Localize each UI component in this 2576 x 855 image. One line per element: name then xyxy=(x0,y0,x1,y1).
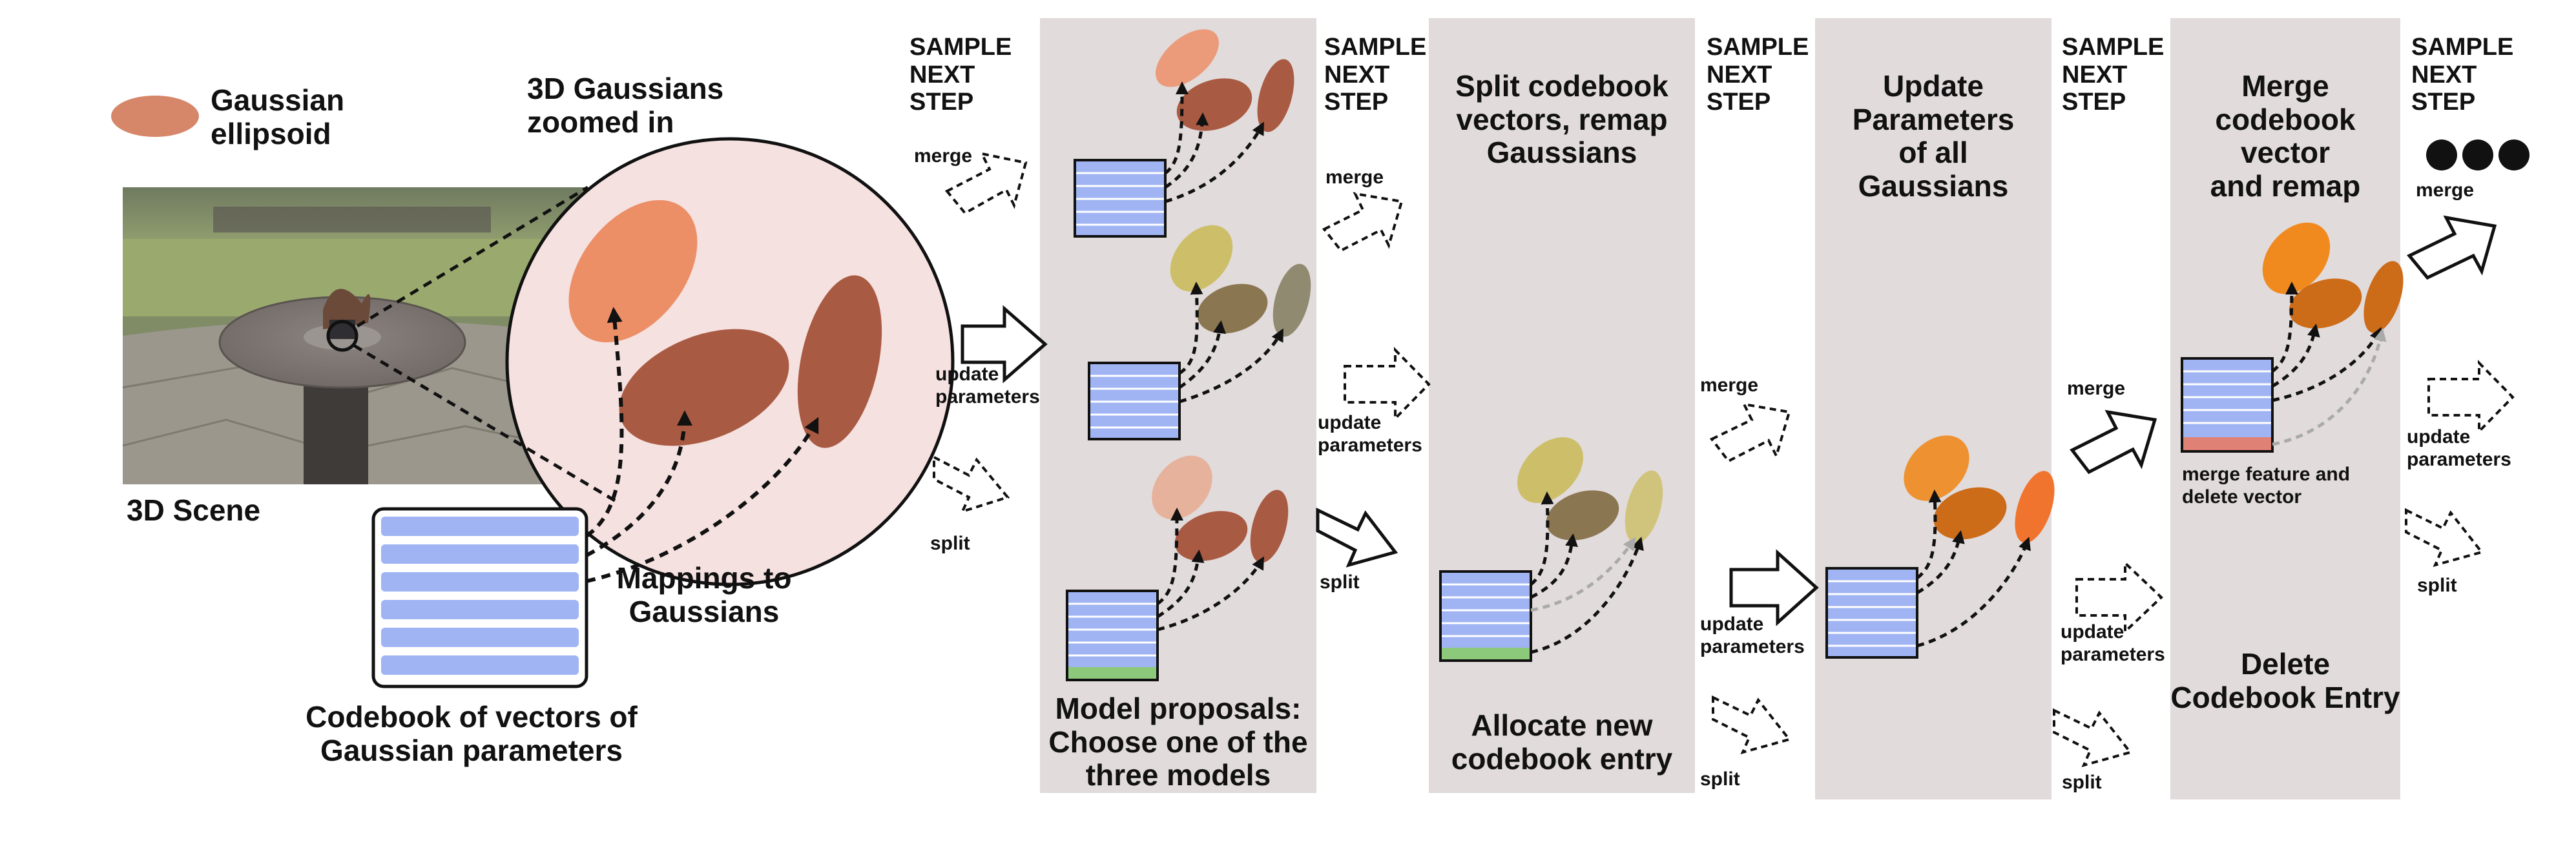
zoom-line-bottom xyxy=(353,344,621,506)
sample-next-step-2: SAMPLE NEXT STEP xyxy=(1324,34,1427,116)
proposal-update xyxy=(1088,225,1311,440)
legend-gaussian-swatch xyxy=(111,96,199,137)
mappings-label: Mappings to Gaussians xyxy=(616,561,792,628)
scene-photo xyxy=(122,187,588,484)
sample-next-step-3: SAMPLE NEXT STEP xyxy=(1707,34,1809,116)
split-label-5: split xyxy=(2417,575,2457,596)
update-illustration xyxy=(1825,435,2055,659)
split-illustration xyxy=(1439,437,1663,662)
arrow-update-2 xyxy=(1344,347,1431,422)
codebook-mappings xyxy=(585,307,819,583)
merge-note: merge feature and delete vector xyxy=(2182,464,2351,508)
codebook-main xyxy=(371,507,588,688)
sample-next-step-5: SAMPLE NEXT STEP xyxy=(2411,34,2514,116)
split-label-4: split xyxy=(2062,772,2102,793)
merge-illustration xyxy=(2181,222,2404,453)
zoom-title: 3D Gaussians zoomed in xyxy=(527,72,724,139)
update-label-1: update parameters xyxy=(935,364,1040,407)
update-label-3: update parameters xyxy=(1700,613,1805,657)
arrow-to-merge xyxy=(2070,409,2157,475)
zoom-line-top xyxy=(356,185,589,328)
split-label-3: split xyxy=(1700,768,1740,790)
scene-label: 3D Scene xyxy=(127,493,261,527)
panel-split-bg xyxy=(1429,18,1695,793)
split-label-2: split xyxy=(1320,572,1360,593)
zoom-focus-circle xyxy=(326,320,358,352)
delete-title: Delete Codebook Entry xyxy=(2170,647,2400,714)
arrow-split-1 xyxy=(933,455,1010,514)
update-label-2: update parameters xyxy=(1318,412,1422,456)
proposal-split xyxy=(1066,455,1289,681)
sample-next-step-4: SAMPLE NEXT STEP xyxy=(2062,34,2165,116)
proposals-title: Model proposals: Choose one of the three… xyxy=(1048,692,1308,792)
update-label-5: update parameters xyxy=(2407,426,2511,470)
merge-label-5: merge xyxy=(2416,180,2475,201)
sample-next-step-1: SAMPLE NEXT STEP xyxy=(909,34,1012,116)
arrow-merge-1 xyxy=(944,152,1028,215)
gaussian-zoom-1 xyxy=(568,200,698,343)
ellipsis-dot-3 xyxy=(2498,139,2529,170)
merge-label-1: merge xyxy=(914,145,973,167)
ellipsis-dot-2 xyxy=(2462,139,2493,170)
arrow-to-split xyxy=(1316,508,1398,568)
merge-label-3: merge xyxy=(1700,375,1759,396)
codebook-label: Codebook of vectors of Gaussian paramete… xyxy=(306,700,638,767)
split-label-1: split xyxy=(930,533,970,554)
arrow-split-3 xyxy=(1712,695,1792,755)
arrow-update-4 xyxy=(2075,560,2163,635)
arrow-split-5 xyxy=(2405,508,2484,568)
update-title: Update Parameters of all Gaussians xyxy=(1852,69,2015,203)
merge-label-2: merge xyxy=(1325,167,1384,188)
update-label-4: update parameters xyxy=(2061,621,2165,665)
proposal-merge xyxy=(1074,29,1294,238)
merge-label-4: merge xyxy=(2067,378,2126,399)
split-title: Split codebook vectors, remap Gaussians xyxy=(1455,69,1668,170)
allocate-label: Allocate new codebook entry xyxy=(1451,708,1673,776)
ellipsis-dot-1 xyxy=(2426,139,2457,170)
arrow-update-5 xyxy=(2427,360,2515,435)
arrow-merge-3 xyxy=(1709,402,1791,463)
gaussian-zoom-3 xyxy=(797,275,882,448)
arrow-split-4 xyxy=(2053,708,2133,768)
arrow-merge-2 xyxy=(1322,192,1404,252)
arrow-to-update xyxy=(1729,549,1819,626)
merge-title: Merge codebook vector and remap xyxy=(2210,69,2361,203)
arrow-merge-5 xyxy=(2407,215,2497,280)
panel-update-bg xyxy=(1815,18,2051,799)
gaussian-zoom-2 xyxy=(619,329,789,446)
legend-label: Gaussian ellipsoid xyxy=(211,83,345,150)
arrow-to-proposals xyxy=(961,305,1048,384)
